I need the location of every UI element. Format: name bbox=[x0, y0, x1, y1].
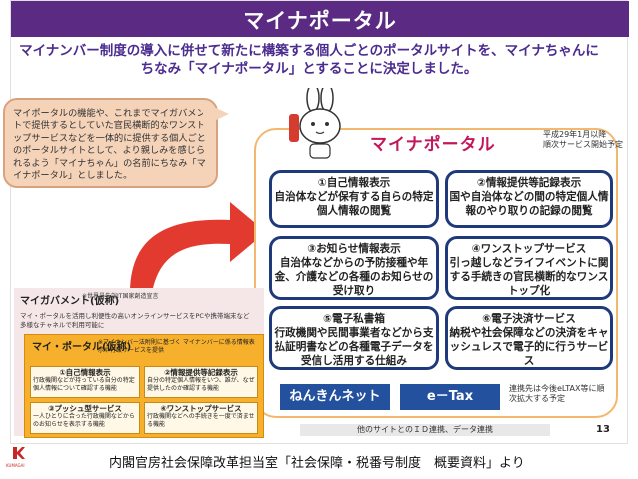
service-record-display: ②情報提供等記録表示 国や自治体などの間の特定個人情報のやり取りの記録の閲覧 bbox=[445, 170, 613, 228]
mini-one-stop: ④ワンストップサービス 行政機関などへの手続きを一度で済ませる機能 bbox=[144, 402, 258, 434]
source-caption: 内閣官房社会保障改革担当室「社会保障・税番号制度 概要資料」より bbox=[109, 456, 525, 471]
lead-line-1: マイナンバー制度の導入に併せて新たに構築する個人ごとのポータルサイトを、マイナち… bbox=[19, 43, 599, 59]
mini-title: ③プッシュ型サービス bbox=[48, 404, 122, 413]
lead-line-2: ちなみ「マイナポータル」とすることに決定しました。 bbox=[140, 61, 478, 77]
mini-body: 自分の特定個人情報をいつ、誰が、なぜ提供したのか確認する機能 bbox=[147, 377, 255, 392]
service-body: 自治体などが保有する自らの特定個人情報の閲覧 bbox=[274, 191, 434, 217]
mini-record-display: ②情報提供等記録表示 自分の特定個人情報をいつ、誰が、なぜ提供したのか確認する機… bbox=[144, 366, 258, 398]
my-government-title: マイガバメント(仮称) bbox=[20, 296, 120, 307]
service-title: ③お知らせ情報表示 bbox=[307, 243, 401, 255]
service-body: 国や自治体などの間の特定個人情報のやり取りの記録の閲覧 bbox=[449, 191, 609, 217]
company-logo-text: KUMAGAI bbox=[6, 463, 25, 468]
service-mailbox: ⑤電子私書箱 行政機関や民間事業者などから支払証明書などの各種電子データを受信し… bbox=[269, 306, 439, 370]
service-payment: ⑥電子決済サービス 納税や社会保障などの決済をキャッシュレスで電子的に行うサービ… bbox=[445, 306, 613, 370]
mini-title: ①自己情報表示 bbox=[59, 368, 111, 377]
my-government-note: ※世界最先端IT国家創造宣言 bbox=[82, 293, 159, 300]
portal-schedule-note: 平成29年1月以降 順次サービス開始予定 bbox=[543, 130, 623, 149]
service-self-info: ①自己情報表示 自治体などが保有する自らの特定個人情報の閲覧 bbox=[269, 170, 439, 228]
speech-bubble: マイポータルの機能や、これまでマイガバメントで提供するとしていた官民横断的なワン… bbox=[3, 98, 218, 188]
service-body: 行政機関や民間事業者などから支払証明書などの各種電子データを受信し活用する仕組み bbox=[274, 327, 434, 367]
mini-body: 行政機関などが持っている自分の特定個人情報について確認する機能 bbox=[33, 377, 135, 392]
service-title: ④ワンストップサービス bbox=[471, 243, 587, 255]
title-bar bbox=[11, 1, 629, 37]
service-body: 納税や社会保障などの決済をキャッシュレスで電子的に行うサービス bbox=[449, 327, 609, 367]
service-notice: ③お知らせ情報表示 自治体などからの予防接種や年金、介護などの各種のお知らせの受… bbox=[269, 236, 439, 300]
service-one-stop: ④ワンストップサービス 引っ越しなどライフイベントに関する手続きの官民横断的なワ… bbox=[445, 236, 613, 300]
my-portal-note: ※マイナンバー法附則に基づく マイナンバーに係る情報表示や行政サービスを提供 bbox=[98, 339, 255, 354]
service-title: ①自己情報表示 bbox=[317, 177, 391, 189]
service-title: ⑤電子私書箱 bbox=[323, 313, 385, 325]
portal-heading: マイナポータル bbox=[370, 135, 496, 155]
service-body: 引っ越しなどライフイベントに関する手続きの官民横断的なワンストップ化 bbox=[449, 257, 609, 297]
speech-bubble-tail bbox=[203, 102, 229, 126]
my-government-desc: マイ・ポータルを活用し利便性の高いオンラインサービスをPCや携帯端末など多様なチ… bbox=[20, 312, 250, 329]
mini-title: ④ワンストップサービス bbox=[160, 404, 242, 413]
id-linkage-bar: 他のサイトとのＩＤ連携、データ連携 bbox=[300, 424, 550, 436]
lead-text: マイナンバー制度の導入に併せて新たに構築する個人ごとのポータルサイトを、マイナち… bbox=[14, 42, 604, 78]
mascot-icon bbox=[289, 88, 341, 159]
service-body: 自治体などからの予防接種や年金、介護などの各種のお知らせの受け取り bbox=[274, 257, 434, 297]
mini-title: ②情報提供等記録表示 bbox=[164, 368, 238, 377]
tax-link-note: 連携先は今後eLTAX等に順次拡大する予定 bbox=[509, 384, 605, 403]
mini-body: 一人ひとりに合った行政機関などからのお知らせを表示する機能 bbox=[33, 413, 135, 428]
nenkin-net-link[interactable]: ねんきんネット bbox=[280, 384, 390, 410]
page-number: 13 bbox=[596, 424, 610, 435]
company-logo-icon bbox=[13, 447, 25, 459]
mini-body: 行政機関などへの手続きを一度で済ませる機能 bbox=[147, 413, 255, 428]
mini-push-service: ③プッシュ型サービス 一人ひとりに合った行政機関などからのお知らせを表示する機能 bbox=[30, 402, 140, 434]
mini-self-info: ①自己情報表示 行政機関などが持っている自分の特定個人情報について確認する機能 bbox=[30, 366, 140, 398]
service-title: ②情報提供等記録表示 bbox=[476, 177, 582, 189]
arrow-icon bbox=[130, 202, 266, 293]
slide-title: マイナポータル bbox=[243, 9, 397, 33]
service-title: ⑥電子決済サービス bbox=[482, 313, 576, 325]
my-portal-title: マイ・ポータル(仮称) bbox=[32, 342, 132, 353]
etax-link[interactable]: e－Tax bbox=[400, 384, 500, 410]
